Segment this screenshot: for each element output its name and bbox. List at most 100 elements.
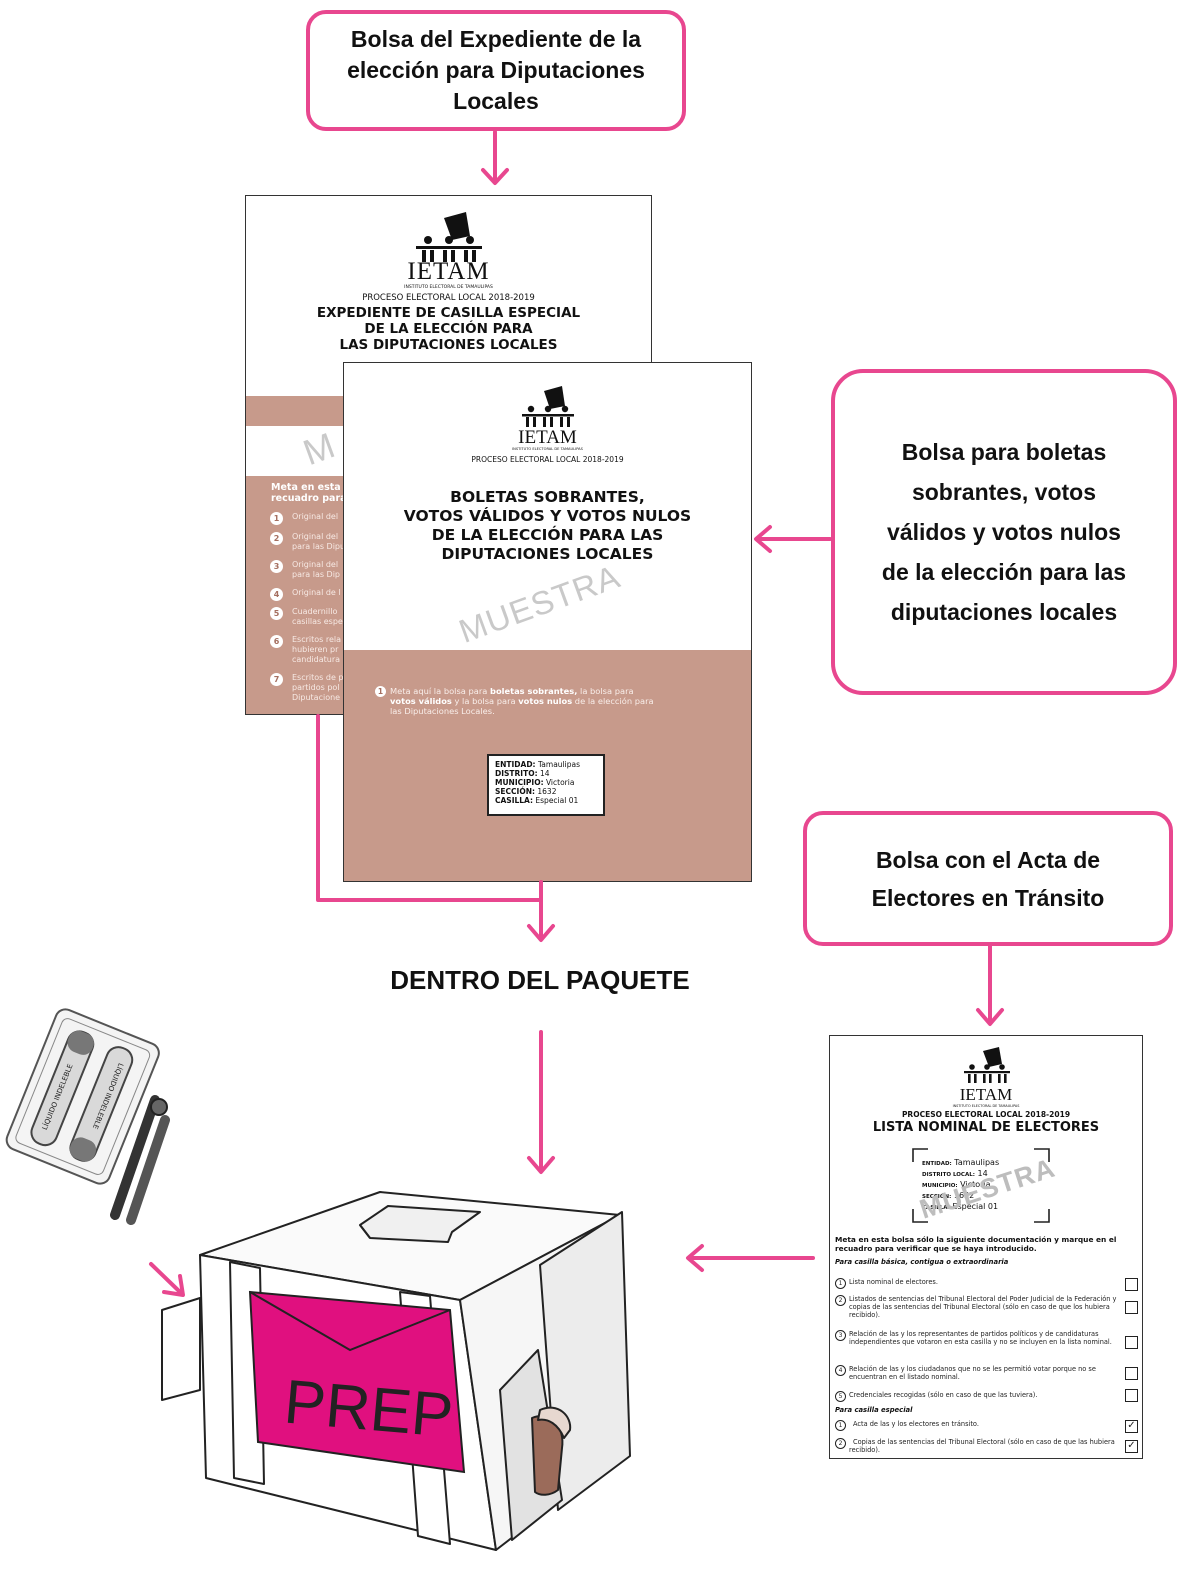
checkbox-checked[interactable]: ✓ [1125, 1440, 1138, 1453]
doc3-distrito-k: DISTRITO LOCAL: [922, 1172, 975, 1178]
doc2-instruction: 1 Meta aquí la bolsa para boletas sobran… [375, 686, 690, 716]
callout-boletas: Bolsa para boletas sobrantes, votos váli… [831, 369, 1177, 695]
doc1-watermark: M [297, 423, 341, 474]
doc3-org-sub: INSTITUTO ELECTORAL DE TAMAULIPAS [952, 1104, 1020, 1108]
doc2-watermark: MUESTRA [454, 557, 625, 650]
checkbox[interactable] [1125, 1367, 1138, 1380]
doc3-entidad-k: ENTIDAD: [922, 1161, 952, 1167]
doc2-entidad-k: ENTIDAD: [495, 760, 536, 769]
doc2-title-l2: VOTOS VÁLIDOS Y VOTOS NULOS [403, 507, 692, 525]
checkbox[interactable] [1125, 1278, 1138, 1291]
callout-boletas-text: Bolsa para boletas sobrantes, votos váli… [881, 439, 1127, 625]
doc3-municipio-v: Victoria [960, 1180, 991, 1189]
doc1-org-sub: INSTITUTO ELECTORAL DE TAMAULIPAS [404, 285, 493, 290]
doc2-title-l1: BOLETAS SOBRANTES, [450, 488, 645, 506]
doc2-seccion-k: SECCIÓN: [495, 787, 535, 796]
doc-lista-nominal: IETAM INSTITUTO ELECTORAL DE TAMAULIPAS … [829, 1035, 1143, 1459]
ink-and-marker-kit: LÍQUIDO INDELEBLE LÍQUIDO INDELEBLE [5, 1008, 170, 1225]
checkbox[interactable] [1125, 1301, 1138, 1314]
doc1-item-text: Cuadernillo casillas espe [292, 607, 343, 626]
doc1-process: PROCESO ELECTORAL LOCAL 2018-2019 [362, 293, 535, 303]
doc3-casilla-k: CASILLA: [922, 1205, 950, 1211]
doc1-intro-l1: Meta en esta b [271, 482, 351, 493]
doc1-item-text: Original del para las Dip [292, 560, 341, 579]
checklist-item-text: Listados de sentencias del Tribunal Elec… [849, 1295, 1117, 1319]
doc2-distrito-v: 14 [539, 769, 550, 778]
doc2-casilla-k: CASILLA: [495, 796, 534, 805]
checklist-item-text: Lista nominal de electores. [849, 1278, 938, 1286]
doc2-instr-a: Meta aquí la bolsa para [390, 686, 490, 696]
center-label: DENTRO DEL PAQUETE [390, 965, 690, 995]
ietam-logo [416, 212, 482, 262]
doc2-distrito-k: DISTRITO: [495, 769, 538, 778]
doc2-instr-h: las Diputaciones Locales. [390, 706, 495, 716]
checklist-item-text: Relación de las y los ciudadanos que no … [849, 1365, 1096, 1381]
doc1-intro: Meta en esta b recuadro para [271, 482, 351, 504]
doc2-label-box: ENTIDAD: Tamaulipas DISTRITO: 14 MUNICIP… [487, 754, 605, 816]
doc1-title: EXPEDIENTE DE CASILLA ESPECIAL DE LA ELE… [246, 305, 651, 353]
doc3-municipio-k: MUNICIPIO: [922, 1183, 958, 1189]
doc2-instr-e: y la bolsa para [451, 696, 519, 706]
doc2-process: PROCESO ELECTORAL LOCAL 2018-2019 [471, 455, 624, 464]
checkbox[interactable] [1125, 1389, 1138, 1402]
doc2-instr-d: votos válidos [390, 696, 452, 706]
doc2-instr-b: boletas sobrantes, [490, 686, 578, 696]
label-corner-marks [912, 1148, 1050, 1223]
ietam-logo [522, 386, 574, 427]
doc3-section2: Para casilla especial [835, 1406, 913, 1414]
doc3-entidad-v: Tamaulipas [954, 1158, 1000, 1167]
doc1-item-text: Original de l [292, 588, 341, 597]
doc2-title-l4: DIPUTACIONES LOCALES [441, 545, 654, 563]
checklist-item-text: Acta de las y los electores en tránsito. [853, 1420, 979, 1428]
doc3-seccion-v: 1632 [953, 1191, 975, 1200]
prep-envelope: PREP [248, 1290, 466, 1474]
doc2-instr-g: de la elección para [572, 696, 654, 706]
doc2-org-sub: INSTITUTO ELECTORAL DE TAMAULIPAS [512, 447, 583, 451]
checkbox[interactable] [1125, 1336, 1138, 1349]
doc1-title-l3: LAS DIPUTACIONES LOCALES [339, 337, 558, 353]
ballot-box: PREP [161, 1191, 631, 1551]
doc3-org: IETAM [959, 1085, 1013, 1104]
doc3-label-box: ENTIDAD: Tamaulipas DISTRITO LOCAL: 14 M… [912, 1148, 1050, 1223]
doc3-intro: Meta en esta bolsa sólo la siguiente doc… [835, 1235, 1117, 1253]
doc1-org: IETAM [407, 258, 490, 285]
doc3-process: PROCESO ELECTORAL LOCAL 2018-2019 [901, 1110, 1071, 1119]
doc2-instr-c: la bolsa para [577, 686, 634, 696]
prep-label: PREP [282, 1367, 456, 1450]
doc2-title-l3: DE LA ELECCIÓN PARA LAS [431, 526, 664, 544]
doc2-entidad-v: Tamaulipas [537, 760, 580, 769]
marker-clipper-icon [110, 1095, 170, 1225]
doc2-title: BOLETAS SOBRANTES, VOTOS VÁLIDOS Y VOTOS… [344, 488, 751, 564]
callout-acta-text: Bolsa con el Acta de Electores en Tránsi… [871, 846, 1105, 911]
doc2-municipio-k: MUNICIPIO: [495, 778, 544, 787]
doc2-casilla-v: Especial 01 [535, 796, 579, 805]
checklist-item-text: Relación de las y los representantes de … [849, 1330, 1112, 1346]
doc1-intro-l2: recuadro para [271, 493, 347, 504]
callout-expediente-text: Bolsa del Expediente de la elección para… [347, 26, 645, 114]
doc1-title-l2: DE LA ELECCIÓN PARA [364, 321, 533, 337]
checkbox-checked[interactable]: ✓ [1125, 1420, 1138, 1433]
ietam-logo [964, 1047, 1010, 1083]
callout-expediente: Bolsa del Expediente de la elección para… [306, 10, 686, 131]
doc3-casilla-v: Especial 01 [952, 1202, 999, 1211]
doc1-title-l1: EXPEDIENTE DE CASILLA ESPECIAL [316, 305, 581, 321]
doc3-section1: Para casilla básica, contigua o extraord… [835, 1258, 1009, 1266]
doc2-org: IETAM [518, 427, 577, 448]
callout-acta: Bolsa con el Acta de Electores en Tránsi… [803, 811, 1173, 946]
